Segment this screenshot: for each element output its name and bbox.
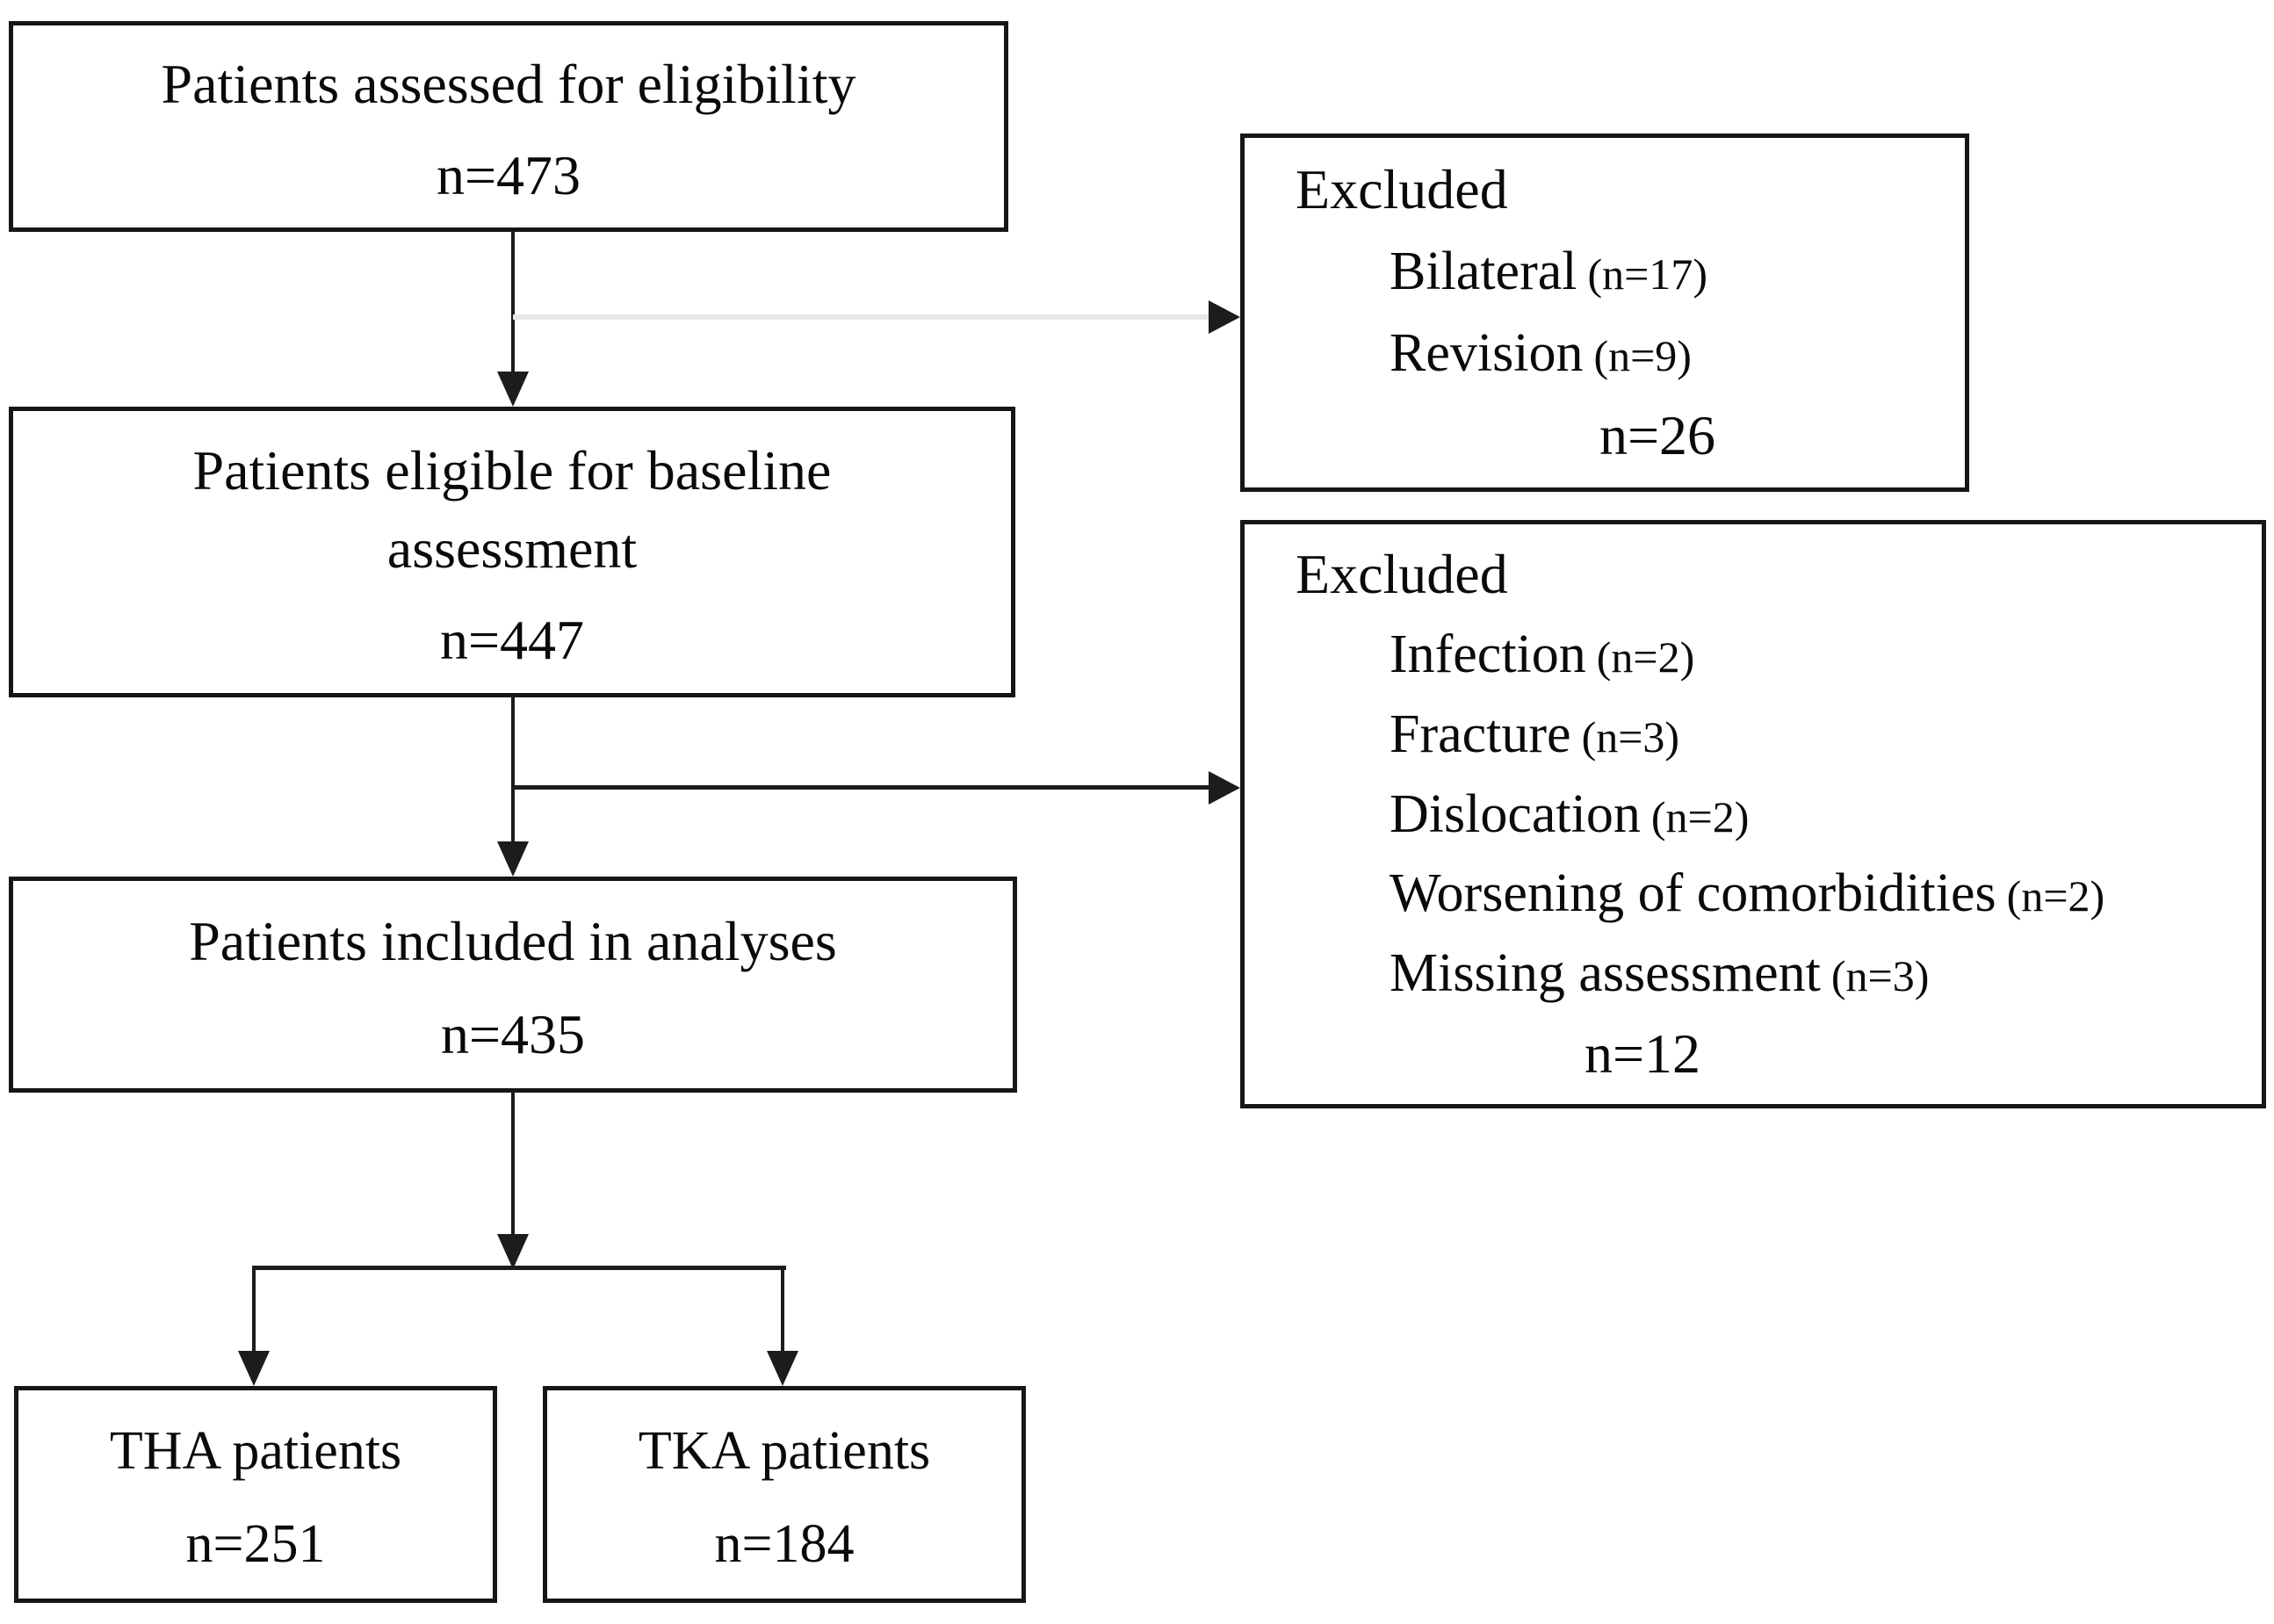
excluded2-item: Fracture(n=3) <box>1390 704 2262 766</box>
excluded2-item-label: Worsening of comorbidities <box>1390 863 1996 924</box>
excluded2-header: Excluded <box>1296 542 1508 605</box>
box-tha-title: THA patients <box>109 1421 402 1482</box>
box-assessed-title: Patients assessed for eligibility <box>161 53 856 116</box>
box-included: Patients included in analyses n=435 <box>9 877 1017 1093</box>
arrowhead-down-icon <box>497 1234 529 1269</box>
excluded1-item-label: Bilateral <box>1390 242 1577 302</box>
arrowhead-down-icon <box>497 372 529 407</box>
box-excluded-bilateral-revision: Excluded Bilateral(n=17) Revision(n=9) n… <box>1240 134 1969 492</box>
box-eligible-title: Patients eligible for baseline assessmen… <box>192 438 832 581</box>
branch-assessed-to-excluded1 <box>513 314 1212 320</box>
connector-assessed-to-eligible <box>511 231 515 373</box>
box-tha-count: n=251 <box>185 1513 326 1574</box>
arrowhead-right-icon <box>1209 771 1240 805</box>
box-tka: TKA patients n=184 <box>543 1386 1026 1603</box>
box-eligible: Patients eligible for baseline assessmen… <box>9 407 1015 697</box>
excluded2-item: Missing assessment(n=3) <box>1390 942 2262 1005</box>
excluded2-total: n=12 <box>1584 1022 1701 1086</box>
excluded1-item: Bilateral(n=17) <box>1390 241 1965 303</box>
excluded2-item: Dislocation(n=2) <box>1390 783 2262 846</box>
excluded2-item: Infection(n=2) <box>1390 624 2262 686</box>
excluded1-item-count: (n=9) <box>1593 330 1692 380</box>
box-excluded-followup: Excluded Infection(n=2) Fracture(n=3) Di… <box>1240 520 2266 1108</box>
arrowhead-down-icon <box>497 841 529 877</box>
excluded1-item-count: (n=17) <box>1587 249 1707 300</box>
box-included-count: n=435 <box>440 1002 586 1065</box>
excluded1-item: Revision(n=9) <box>1390 322 1965 385</box>
excluded2-item-label: Fracture <box>1390 704 1571 764</box>
excluded2-item-count: (n=3) <box>1581 711 1680 761</box>
box-included-title: Patients included in analyses <box>189 910 837 973</box>
excluded1-total: n=26 <box>1599 404 1716 467</box>
arrowhead-right-icon <box>1209 300 1240 334</box>
branch-eligible-to-excluded2 <box>513 785 1212 790</box>
split-horizontal-line <box>252 1266 786 1270</box>
excluded2-item-count: (n=3) <box>1830 950 1930 1000</box>
excluded2-item-label: Infection <box>1390 624 1586 685</box>
arrowhead-down-icon <box>767 1351 798 1386</box>
connector-included-to-split <box>511 1091 515 1237</box>
split-left-drop <box>252 1266 256 1354</box>
box-eligible-count: n=447 <box>439 609 585 672</box>
excluded2-item: Worsening of comorbidities(n=2) <box>1390 863 2262 925</box>
excluded2-item-count: (n=2) <box>2006 871 2105 921</box>
box-assessed-count: n=473 <box>436 143 581 206</box>
connector-eligible-to-included <box>511 696 515 845</box>
excluded1-item-label: Revision <box>1390 322 1584 383</box>
arrowhead-down-icon <box>238 1351 270 1386</box>
excluded2-item-label: Dislocation <box>1390 783 1641 844</box>
box-assessed: Patients assessed for eligibility n=473 <box>9 21 1008 232</box>
excluded2-item-label: Missing assessment <box>1390 942 1821 1003</box>
excluded2-item-count: (n=2) <box>1650 791 1750 841</box>
box-tha: THA patients n=251 <box>14 1386 497 1603</box>
excluded2-item-count: (n=2) <box>1596 632 1695 682</box>
excluded1-header: Excluded <box>1296 157 1508 220</box>
box-tka-title: TKA patients <box>638 1421 931 1482</box>
box-tka-count: n=184 <box>714 1513 855 1574</box>
split-right-drop <box>781 1266 784 1354</box>
